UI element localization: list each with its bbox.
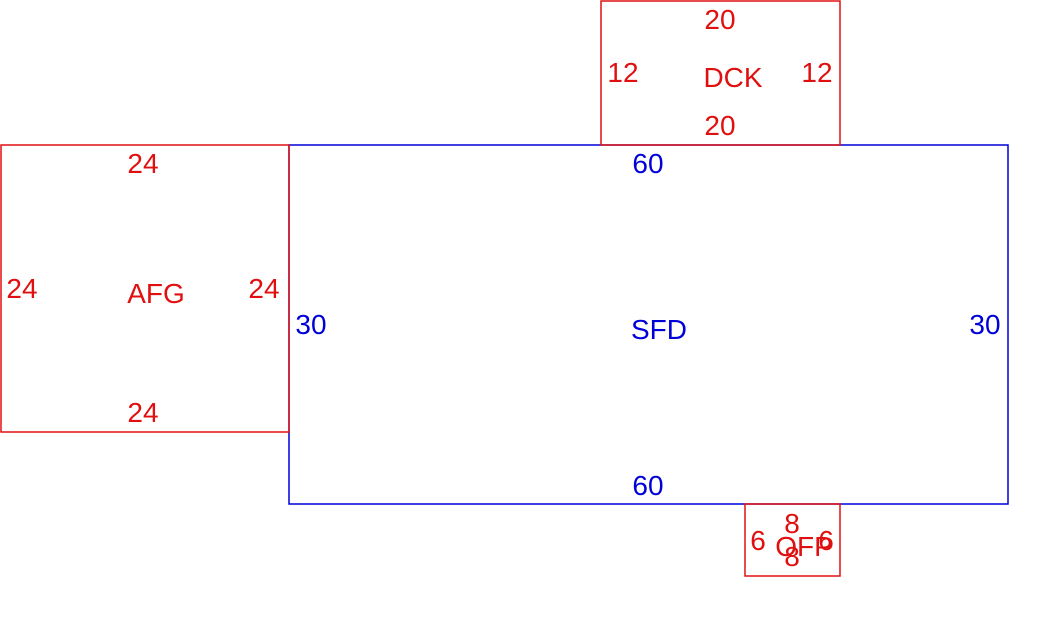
afg-right-dimension: 24 (248, 273, 279, 304)
ofp-bottom-dimension: 8 (784, 541, 800, 572)
sfd-left-dimension: 30 (295, 309, 326, 340)
afg-code-label: AFG (127, 278, 185, 309)
afg-area[interactable]: AFG 24 24 24 24 (0, 144, 290, 433)
sfd-right-dimension: 30 (969, 309, 1000, 340)
ofp-outline (744, 503, 841, 577)
ofp-right-dimension: 6 (818, 525, 834, 556)
ofp-top-dimension: 8 (784, 508, 800, 539)
afg-top-dimension: 24 (127, 148, 158, 179)
afg-bottom-dimension: 24 (127, 397, 158, 428)
ofp-left-dimension: 6 (750, 525, 766, 556)
sfd-top-dimension: 60 (632, 148, 663, 179)
ofp-code-label: OFP (775, 531, 833, 562)
sfd-area[interactable]: SFD 60 60 30 30 (288, 144, 1009, 505)
dck-left-dimension: 12 (607, 57, 638, 88)
dck-code-label: DCK (703, 62, 762, 93)
sfd-bottom-dimension: 60 (632, 470, 663, 501)
dck-top-dimension: 20 (704, 4, 735, 35)
dck-bottom-dimension: 20 (704, 110, 735, 141)
dck-area[interactable]: DCK 20 20 12 12 (600, 0, 841, 146)
dck-outline (600, 0, 841, 146)
ofp-area[interactable]: OFP 8 8 6 6 (744, 503, 841, 577)
afg-left-dimension: 24 (6, 273, 37, 304)
sfd-code-label: SFD (631, 314, 687, 345)
afg-outline (0, 144, 290, 433)
dck-right-dimension: 12 (801, 57, 832, 88)
